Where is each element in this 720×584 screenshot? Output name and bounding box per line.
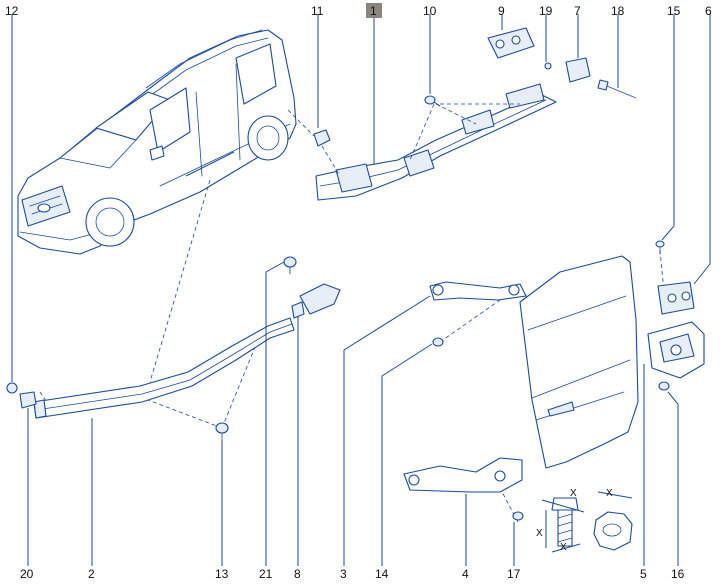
dim-label-x-nut: X — [606, 488, 613, 499]
dim-label-x-bottom: X — [560, 542, 567, 553]
callout-6: 6 — [705, 4, 712, 18]
part-9-roller-block — [487, 27, 535, 59]
part-20-bracket — [19, 391, 37, 409]
callout-9: 9 — [498, 4, 505, 18]
part-17-screw — [512, 511, 524, 521]
callout-2: 2 — [88, 567, 95, 581]
callout-12: 12 — [5, 4, 19, 18]
part-14-screw — [432, 337, 444, 347]
part-11-nut — [313, 129, 331, 147]
callout-16: 16 — [671, 567, 685, 581]
part-6-roller-bracket — [657, 281, 695, 315]
callout-13: 13 — [215, 567, 229, 581]
callout-10: 10 — [423, 4, 437, 18]
nut-detail — [593, 491, 633, 551]
callout-3: 3 — [340, 567, 347, 581]
part-3-upper-arm — [429, 281, 527, 301]
part-13-screw — [215, 422, 229, 441]
part-19-screw — [544, 62, 552, 70]
part-7-clip — [565, 57, 591, 83]
callout-7: 7 — [574, 4, 581, 18]
dim-label-x-top: X — [570, 488, 577, 499]
part-8-pin-assembly — [291, 283, 341, 319]
lower-rail — [33, 317, 295, 419]
callout-5: 5 — [640, 567, 647, 581]
sliding-door — [519, 255, 639, 469]
part-18-bolt — [597, 79, 637, 99]
callout-1: 1 — [370, 4, 377, 18]
part-12-bolt — [6, 382, 18, 394]
callout-leaders — [11, 14, 711, 566]
part-16-screw — [658, 381, 670, 391]
callout-14: 14 — [375, 567, 389, 581]
part-15-screw — [655, 240, 665, 255]
callout-18: 18 — [611, 4, 625, 18]
callout-17: 17 — [507, 567, 521, 581]
part-21-screw — [283, 256, 297, 275]
callout-20: 20 — [20, 567, 34, 581]
callout-15: 15 — [667, 4, 681, 18]
callout-4: 4 — [462, 567, 469, 581]
dim-label-x-side: X — [536, 528, 543, 539]
callout-8: 8 — [294, 567, 301, 581]
callout-1-highlight — [366, 3, 382, 18]
callout-11: 11 — [311, 4, 324, 18]
part-5-hinge — [647, 321, 705, 379]
callout-19: 19 — [539, 4, 553, 18]
upper-rail-assembly — [315, 83, 557, 201]
callout-21: 21 — [259, 567, 273, 581]
part-4-lower-arm — [403, 457, 523, 493]
van-illustration — [17, 29, 297, 255]
bolt-detail — [541, 497, 585, 553]
